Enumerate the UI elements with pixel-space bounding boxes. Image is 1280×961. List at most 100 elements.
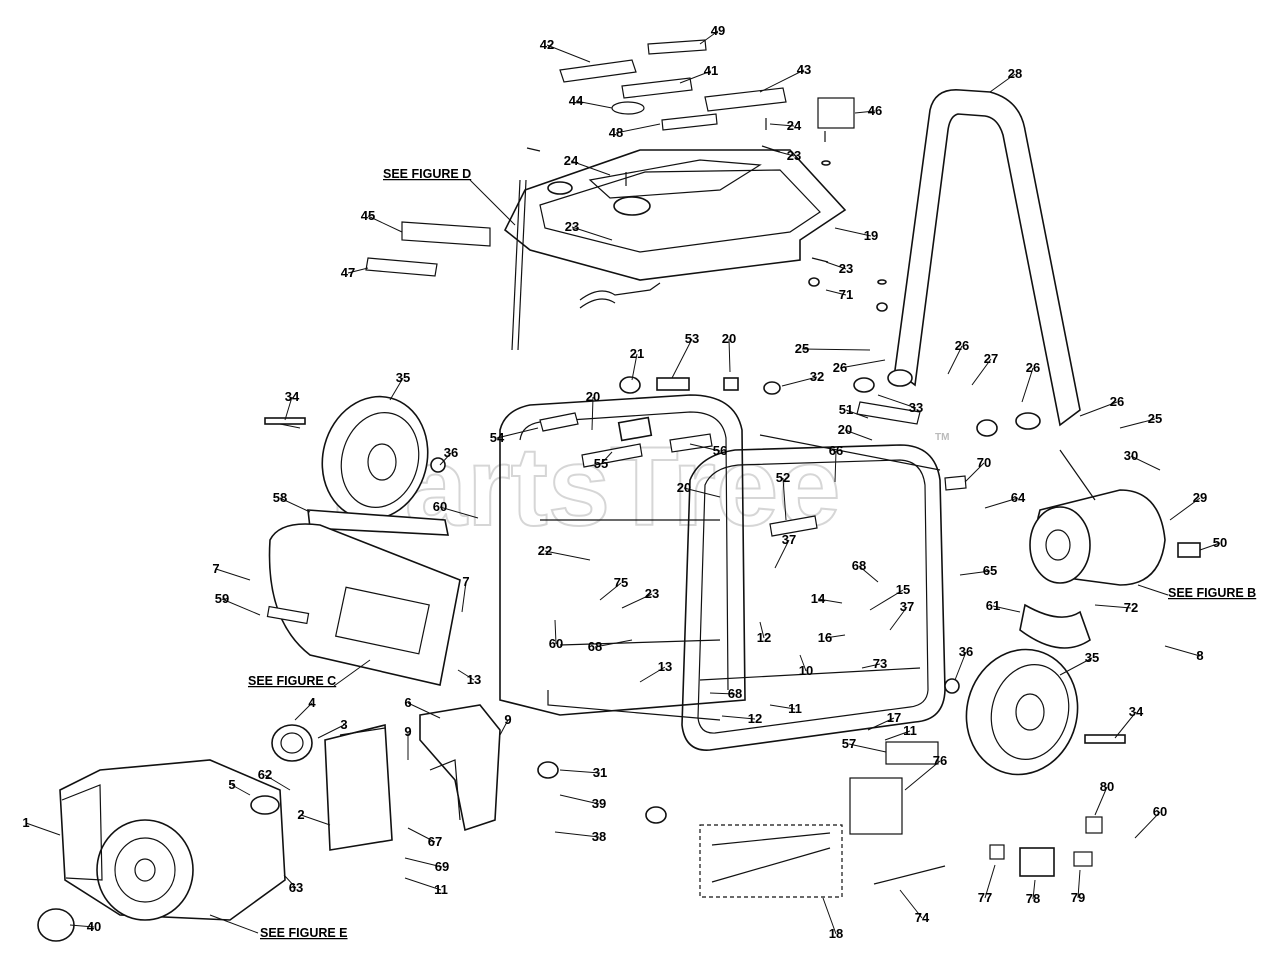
- callout-number[interactable]: 20: [586, 389, 600, 404]
- callout-number[interactable]: 4: [308, 695, 316, 710]
- callout-number[interactable]: 20: [722, 331, 736, 346]
- callout-number[interactable]: 5: [228, 777, 235, 792]
- callout-number[interactable]: 75: [614, 575, 628, 590]
- callout-number[interactable]: 21: [630, 346, 644, 361]
- callout-number[interactable]: 38: [592, 829, 606, 844]
- callout-number[interactable]: 49: [711, 23, 725, 38]
- callout-number[interactable]: 36: [444, 445, 458, 460]
- callout-number[interactable]: 34: [285, 389, 300, 404]
- callout-number[interactable]: 1: [22, 815, 29, 830]
- callout-number[interactable]: 62: [258, 767, 272, 782]
- figure-ref-c[interactable]: SEE FIGURE C: [248, 674, 336, 688]
- callout-number[interactable]: 25: [1148, 411, 1162, 426]
- callout-number[interactable]: 53: [685, 331, 699, 346]
- callout-number[interactable]: 65: [983, 563, 997, 578]
- callout-number[interactable]: 3: [340, 717, 347, 732]
- callout-number[interactable]: 79: [1071, 890, 1085, 905]
- callout-number[interactable]: 26: [955, 338, 969, 353]
- callout-number[interactable]: 24: [787, 118, 802, 133]
- callout-number[interactable]: 11: [788, 701, 802, 716]
- callout-number[interactable]: 71: [839, 287, 853, 302]
- callout-number[interactable]: 9: [504, 712, 511, 727]
- callout-number[interactable]: 28: [1008, 66, 1022, 81]
- callout-number[interactable]: 13: [467, 672, 481, 687]
- callout-number[interactable]: 60: [433, 499, 447, 514]
- callout-number[interactable]: 15: [896, 582, 910, 597]
- callout-number[interactable]: 40: [87, 919, 101, 934]
- callout-number[interactable]: 19: [864, 228, 878, 243]
- callout-number[interactable]: 43: [797, 62, 811, 77]
- callout-number[interactable]: 26: [833, 360, 847, 375]
- callout-number[interactable]: 74: [915, 910, 930, 925]
- callout-number[interactable]: 55: [594, 456, 608, 471]
- callout-number[interactable]: 25: [795, 341, 809, 356]
- callout-number[interactable]: 80: [1100, 779, 1114, 794]
- callout-number[interactable]: 30: [1124, 448, 1138, 463]
- callout-number[interactable]: 39: [592, 796, 606, 811]
- callout-number[interactable]: 48: [609, 125, 623, 140]
- callout-number[interactable]: 45: [361, 208, 375, 223]
- callout-number[interactable]: 78: [1026, 891, 1040, 906]
- callout-number[interactable]: 6: [404, 695, 411, 710]
- callout-number[interactable]: 35: [396, 370, 410, 385]
- callout-number[interactable]: 51: [839, 402, 853, 417]
- callout-number[interactable]: 70: [977, 455, 991, 470]
- callout-number[interactable]: 34: [1129, 704, 1144, 719]
- callout-number[interactable]: 2: [297, 807, 304, 822]
- callout-number[interactable]: 20: [677, 480, 691, 495]
- figure-ref-d[interactable]: SEE FIGURE D: [383, 167, 471, 181]
- callout-number[interactable]: 63: [289, 880, 303, 895]
- callout-number[interactable]: 26: [1110, 394, 1124, 409]
- callout-number[interactable]: 10: [799, 663, 813, 678]
- callout-number[interactable]: 23: [839, 261, 853, 276]
- figure-ref-e[interactable]: SEE FIGURE E: [260, 926, 348, 940]
- callout-number[interactable]: 17: [887, 710, 901, 725]
- callout-number[interactable]: 41: [704, 63, 718, 78]
- callout-number[interactable]: 9: [404, 724, 411, 739]
- callout-number[interactable]: 14: [811, 591, 826, 606]
- callout-number[interactable]: 73: [873, 656, 887, 671]
- callout-number[interactable]: 59: [215, 591, 229, 606]
- callout-number[interactable]: 31: [593, 765, 607, 780]
- callout-number[interactable]: 60: [1153, 804, 1167, 819]
- callout-number[interactable]: 23: [565, 219, 579, 234]
- callout-number[interactable]: 69: [435, 859, 449, 874]
- callout-number[interactable]: 76: [933, 753, 947, 768]
- callout-number[interactable]: 12: [748, 711, 762, 726]
- callout-number[interactable]: 68: [588, 639, 602, 654]
- callout-number[interactable]: 11: [903, 723, 917, 738]
- callout-number[interactable]: 26: [1026, 360, 1040, 375]
- callout-number[interactable]: 72: [1124, 600, 1138, 615]
- callout-number[interactable]: 61: [986, 598, 1000, 613]
- callout-number[interactable]: 57: [842, 736, 856, 751]
- callout-number[interactable]: 24: [564, 153, 579, 168]
- callout-number[interactable]: 60: [549, 636, 563, 651]
- callout-number[interactable]: 20: [838, 422, 852, 437]
- callout-number[interactable]: 46: [868, 103, 882, 118]
- callout-number[interactable]: 54: [490, 430, 505, 445]
- callout-number[interactable]: 67: [428, 834, 442, 849]
- callout-number[interactable]: 66: [829, 443, 843, 458]
- callout-number[interactable]: 56: [713, 443, 727, 458]
- callout-number[interactable]: 13: [658, 659, 672, 674]
- callout-number[interactable]: 44: [569, 93, 584, 108]
- callout-number[interactable]: 18: [829, 926, 843, 941]
- callout-number[interactable]: 37: [782, 532, 796, 547]
- callout-number[interactable]: 68: [728, 686, 742, 701]
- callout-number[interactable]: 37: [900, 599, 914, 614]
- callout-number[interactable]: 23: [645, 586, 659, 601]
- callout-number[interactable]: 35: [1085, 650, 1099, 665]
- callout-number[interactable]: 7: [212, 561, 219, 576]
- callout-number[interactable]: 7: [462, 574, 469, 589]
- callout-number[interactable]: 22: [538, 543, 552, 558]
- callout-number[interactable]: 42: [540, 37, 554, 52]
- callout-number[interactable]: 36: [959, 644, 973, 659]
- callout-number[interactable]: 68: [852, 558, 866, 573]
- callout-number[interactable]: 47: [341, 265, 355, 280]
- callout-number[interactable]: 50: [1213, 535, 1227, 550]
- callout-number[interactable]: 12: [757, 630, 771, 645]
- callout-number[interactable]: 16: [818, 630, 832, 645]
- callout-number[interactable]: 8: [1196, 648, 1203, 663]
- callout-number[interactable]: 52: [776, 470, 790, 485]
- callout-number[interactable]: 32: [810, 369, 824, 384]
